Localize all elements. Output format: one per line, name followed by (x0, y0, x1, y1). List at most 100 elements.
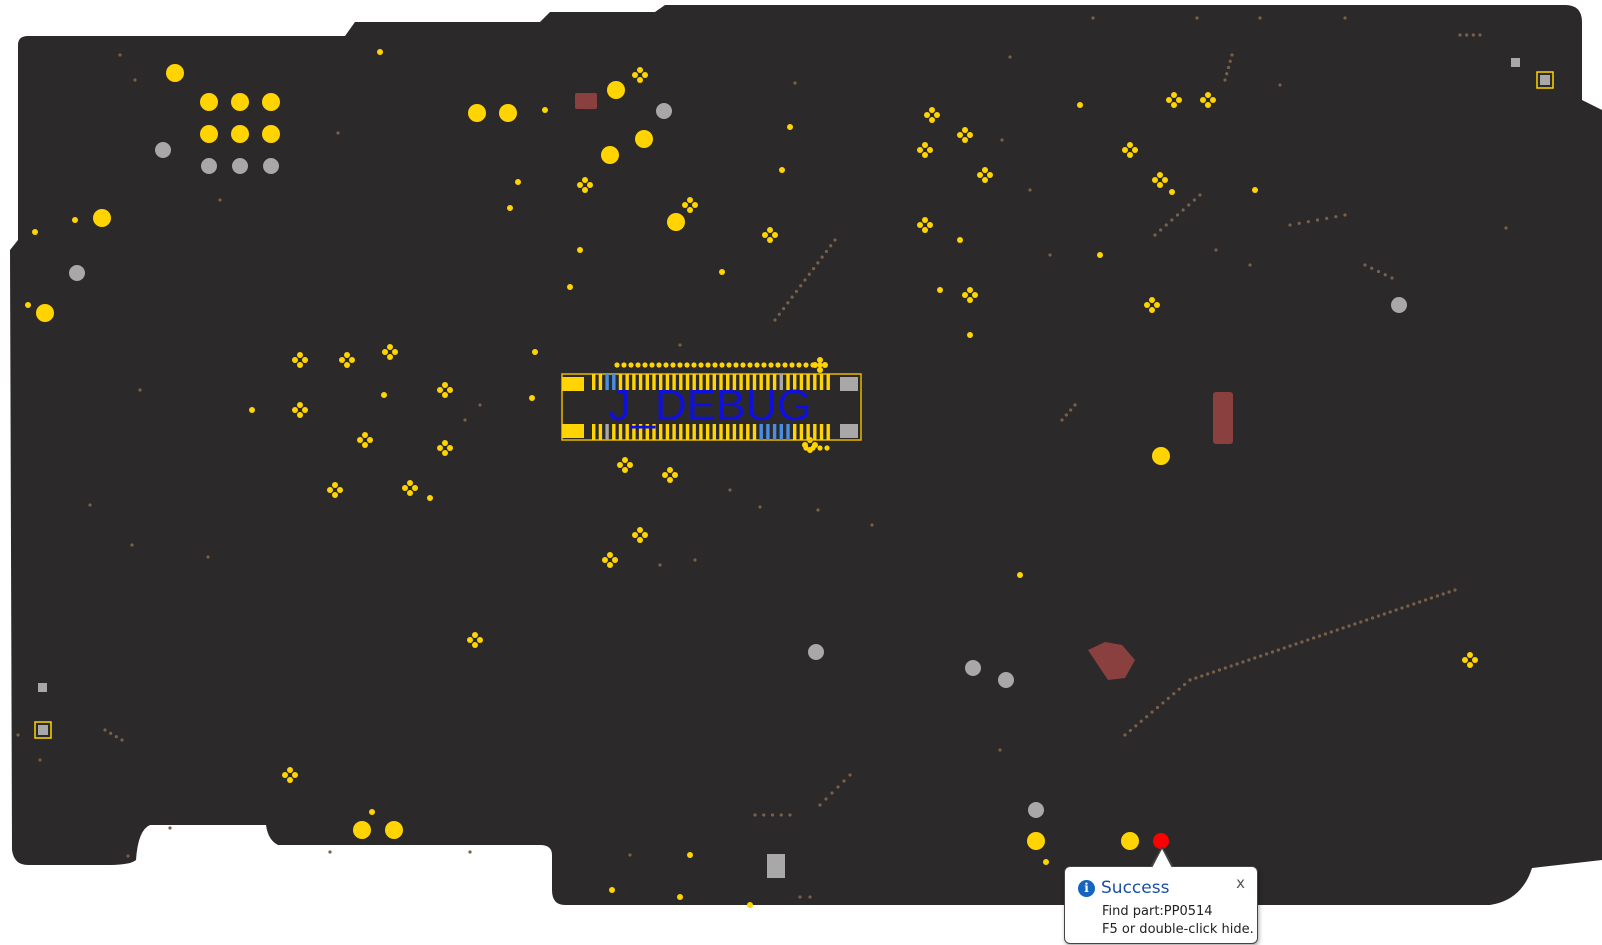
via (1282, 646, 1286, 650)
via (762, 813, 766, 817)
via (793, 81, 797, 85)
via (114, 735, 118, 739)
via (1258, 16, 1262, 20)
via (790, 295, 794, 299)
via (628, 853, 632, 857)
connector-pad-dot (635, 362, 641, 368)
small-pad (332, 492, 338, 498)
via (1435, 594, 1439, 598)
via (1028, 188, 1032, 192)
via (1335, 628, 1339, 632)
j-debug-connector[interactable]: J_DEBUG (561, 362, 862, 451)
j-debug-outline (561, 373, 862, 441)
connector-pin (759, 424, 763, 440)
connector-pin (826, 374, 830, 390)
connector-pad-dot (754, 362, 760, 368)
connector-pad-dot (817, 362, 823, 368)
large-pad (607, 81, 625, 99)
via (468, 850, 472, 854)
connector-pad-dot (698, 362, 704, 368)
small-pad (967, 332, 973, 338)
via (138, 388, 142, 392)
gray-pad (155, 142, 171, 158)
via (1214, 248, 1218, 252)
via (1294, 642, 1298, 646)
small-pad (1171, 102, 1177, 108)
found-part-highlight[interactable] (1153, 833, 1169, 849)
connector-pin (799, 374, 804, 390)
connector-pad-dot (670, 362, 676, 368)
small-pad (972, 292, 978, 298)
connector-pin (618, 424, 623, 440)
connector-pin (806, 424, 810, 440)
small-pad (929, 117, 935, 123)
notification-title: Success (1101, 878, 1170, 898)
small-pad (442, 440, 448, 446)
connector-pad-dot (677, 362, 683, 368)
via (1194, 676, 1198, 680)
notification-balloon[interactable]: i Success x Find part:PP0514 F5 or doubl… (1064, 866, 1258, 944)
small-pad (1154, 302, 1160, 308)
small-pad (1171, 92, 1177, 98)
connector-pad-dot (810, 445, 816, 451)
small-pad (632, 532, 638, 538)
small-pad (1043, 859, 1049, 865)
via (1153, 233, 1157, 237)
connector-pin (598, 374, 603, 390)
gray-pad (232, 158, 248, 174)
via (1458, 33, 1462, 37)
connector-pin (692, 374, 696, 390)
close-icon[interactable]: x (1236, 874, 1245, 892)
via (1235, 662, 1239, 666)
via (1175, 213, 1180, 217)
via (1091, 16, 1095, 20)
small-pad (1077, 102, 1083, 108)
small-pad (719, 269, 725, 275)
small-pad (637, 77, 643, 83)
small-pad (1157, 172, 1163, 178)
connector-pad-dot (712, 362, 718, 368)
gray-pad (69, 265, 85, 281)
small-pad (377, 49, 383, 55)
small-pad (1252, 187, 1258, 193)
via (1288, 644, 1292, 648)
small-pad (1200, 97, 1206, 103)
large-pad (1027, 832, 1045, 850)
small-pad (1467, 662, 1473, 668)
via (1365, 618, 1369, 622)
small-pad (934, 112, 940, 118)
large-pad (667, 213, 685, 231)
small-pad (1205, 92, 1211, 98)
connector-pad-dot (642, 362, 648, 368)
via (1370, 616, 1375, 620)
via (870, 523, 874, 527)
via (1247, 658, 1251, 662)
small-pad (692, 202, 698, 208)
via (848, 773, 852, 777)
small-pad (767, 237, 773, 243)
connector-pin (612, 424, 616, 440)
connector-pin (632, 424, 636, 440)
via (1383, 273, 1387, 277)
connector-pin (786, 374, 790, 390)
large-pad (262, 93, 280, 111)
small-pad (297, 402, 303, 408)
connector-pin (813, 374, 817, 390)
gray-pad (263, 158, 279, 174)
small-pad (962, 127, 968, 133)
small-pad (287, 767, 293, 773)
via (1363, 263, 1367, 267)
small-pad (1132, 147, 1138, 153)
via (1343, 213, 1347, 217)
small-pad (344, 352, 350, 358)
small-pad (337, 487, 343, 493)
via (1447, 590, 1451, 594)
via (781, 306, 786, 311)
fiducial-center (38, 725, 48, 735)
via (1177, 687, 1181, 691)
small-pad (362, 442, 368, 448)
small-pad (1149, 297, 1155, 303)
connector-pin (793, 374, 797, 390)
